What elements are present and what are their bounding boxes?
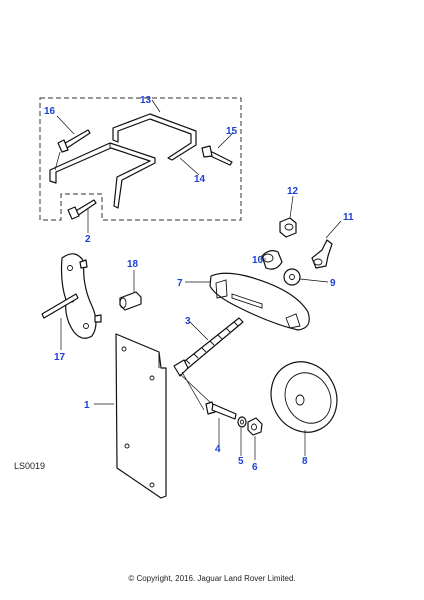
bracket-large [49, 142, 156, 209]
screw-16 [54, 129, 91, 171]
spacer-10 [261, 250, 283, 270]
callout-3: 3 [185, 316, 191, 327]
callout-13: 13 [140, 95, 152, 106]
screw-15 [201, 145, 233, 166]
callout-7: 7 [177, 278, 183, 289]
callout-15: 15 [226, 126, 238, 137]
callout-16: 16 [44, 106, 56, 117]
callout-18: 18 [127, 259, 139, 270]
callout-6: 6 [252, 462, 258, 473]
screw-2 [67, 199, 97, 220]
callout-2: 2 [85, 234, 91, 245]
callout-12: 12 [287, 186, 299, 197]
leader-lines [56, 99, 342, 460]
callout-8: 8 [302, 456, 308, 467]
copyright-notice: © Copyright, 2016. Jaguar Land Rover Lim… [128, 574, 296, 583]
diagram-reference-code: LS0019 [14, 461, 46, 471]
callout-17: 17 [54, 352, 66, 363]
callout-1: 1 [84, 400, 90, 411]
callout-10: 10 [252, 255, 264, 266]
bolt-4 [205, 401, 237, 420]
spindle-bracket-17 [41, 253, 102, 339]
callout-14: 14 [194, 174, 206, 185]
disc-cover-8 [270, 361, 338, 433]
clamp-plate-7 [209, 272, 310, 331]
callout-11: 11 [343, 212, 354, 223]
washer-5 [237, 416, 247, 428]
callout-5: 5 [238, 456, 244, 467]
mounting-plate-1 [115, 333, 167, 499]
callout-9: 9 [330, 278, 336, 289]
washer-9 [283, 268, 301, 286]
bracket-kit-group-box [39, 97, 242, 221]
bracket-small [112, 113, 197, 161]
spindle-rod-3 [173, 317, 244, 411]
callout-4: 4 [215, 444, 221, 455]
wing-nut-11 [311, 239, 333, 269]
nut-6 [247, 417, 263, 436]
bush-18 [119, 291, 142, 311]
nut-12 [279, 217, 297, 238]
